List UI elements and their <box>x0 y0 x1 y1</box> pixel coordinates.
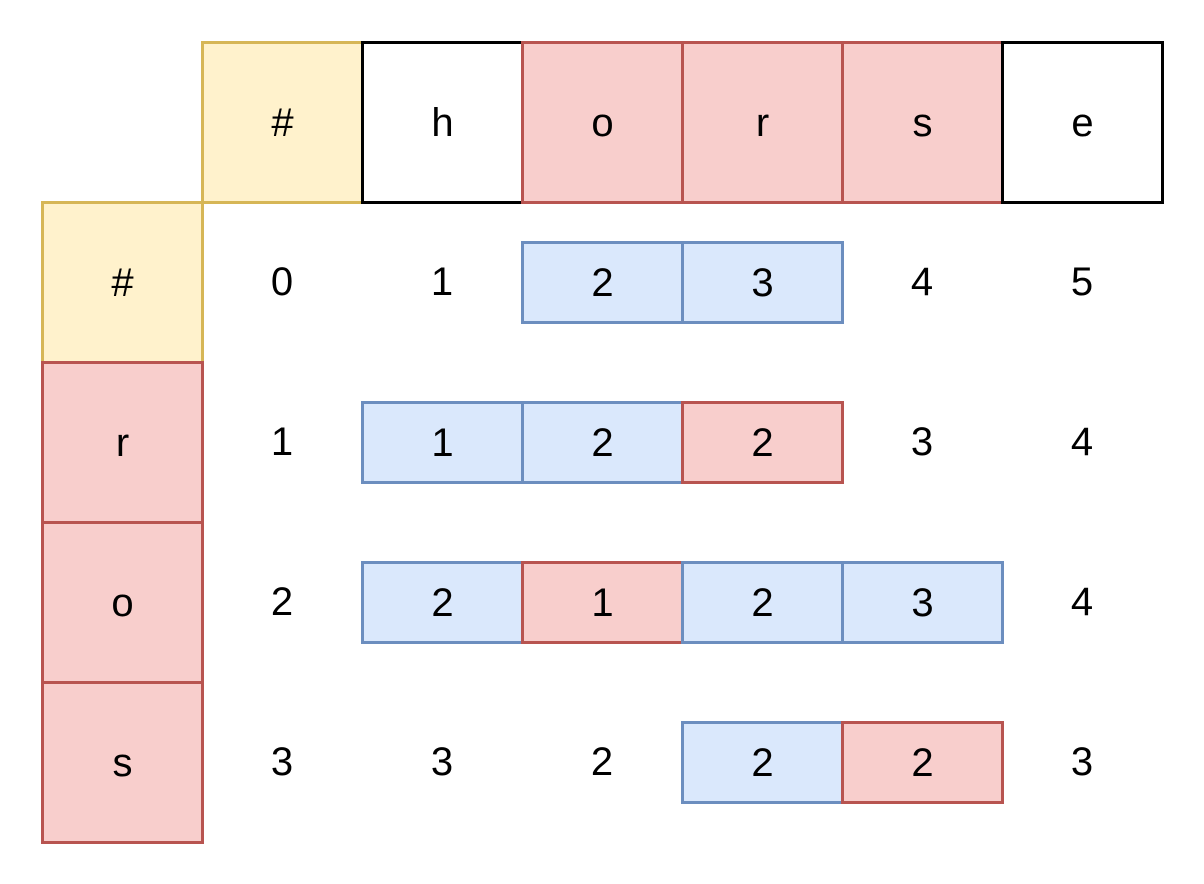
dp-value-highlight: 2 <box>681 401 844 484</box>
dp-value: 2 <box>270 580 294 624</box>
top-letter-cell: s <box>841 41 1004 204</box>
left-letter-cell: # <box>41 201 204 364</box>
top-letter-cell: o <box>521 41 684 204</box>
top-letter-cell: # <box>201 41 364 204</box>
top-letter-cell: h <box>361 41 524 204</box>
dp-value: 3 <box>430 740 454 784</box>
top-letter-cell: e <box>1001 41 1164 204</box>
dp-value: 3 <box>910 420 934 464</box>
dp-value: 4 <box>910 260 934 304</box>
dp-value: 2 <box>590 740 614 784</box>
dp-value-highlight: 2 <box>841 721 1004 804</box>
left-letter-cell: s <box>41 681 204 844</box>
dp-value: 4 <box>1070 420 1094 464</box>
dp-value-highlight: 2 <box>521 241 684 324</box>
left-letter-cell: o <box>41 521 204 684</box>
dp-value: 5 <box>1070 260 1094 304</box>
dp-value-highlight: 1 <box>521 561 684 644</box>
dp-value: 3 <box>1070 740 1094 784</box>
dp-value: 4 <box>1070 580 1094 624</box>
dp-value: 3 <box>270 740 294 784</box>
left-letter-cell: r <box>41 361 204 524</box>
dp-value-highlight: 2 <box>681 561 844 644</box>
dp-value-highlight: 1 <box>361 401 524 484</box>
dp-value-highlight: 3 <box>681 241 844 324</box>
dp-value-highlight: 2 <box>681 721 844 804</box>
dp-value: 1 <box>270 420 294 464</box>
top-letter-cell: r <box>681 41 844 204</box>
dp-value-highlight: 2 <box>361 561 524 644</box>
dp-value-highlight: 2 <box>521 401 684 484</box>
dp-value: 1 <box>430 260 454 304</box>
dp-value: 0 <box>270 260 294 304</box>
dp-value-highlight: 3 <box>841 561 1004 644</box>
